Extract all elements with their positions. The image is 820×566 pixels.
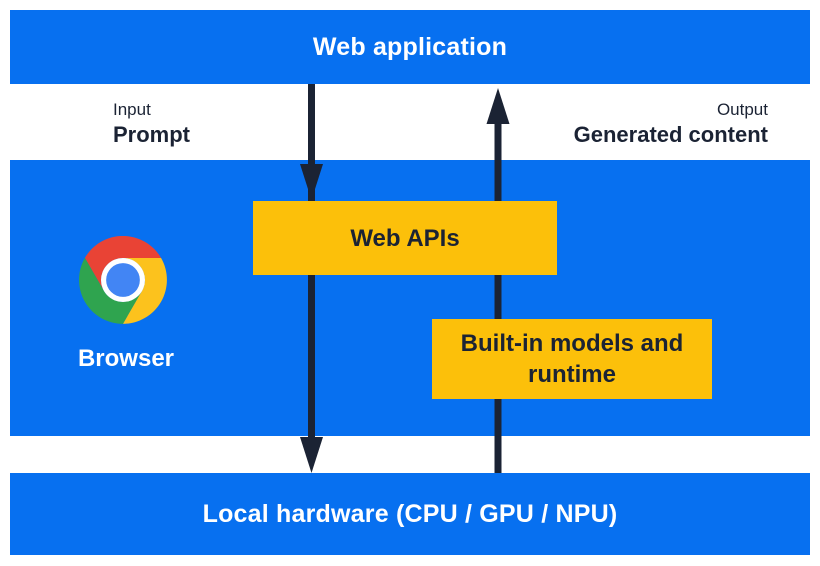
web-apis-box: Web APIs: [253, 201, 557, 275]
chrome-icon-green-segment: [79, 257, 143, 324]
web-application-label: Web application: [312, 32, 508, 61]
built-in-models-label: Built-in models and runtime: [460, 330, 684, 388]
built-in-models-box: Built-in models and runtime: [432, 319, 712, 399]
web-apis-label: Web APIs: [350, 224, 460, 252]
local-hardware-layer: Local hardware (CPU / GPU / NPU): [10, 473, 810, 555]
browser-label: Browser: [77, 345, 175, 372]
input-flow-arrow: [300, 84, 323, 473]
chrome-icon-yellow-segment: [123, 258, 167, 324]
web-application-layer: Web application: [10, 10, 810, 84]
output-flow-arrow: [486, 88, 510, 473]
input-flow-labels: Input Prompt: [113, 98, 190, 148]
output-value-label: Generated content: [573, 122, 768, 147]
chrome-icon-red-segment: [84, 236, 162, 291]
local-hardware-label: Local hardware (CPU / GPU / NPU): [202, 499, 618, 528]
output-label: Output: [716, 100, 768, 119]
chrome-icon-blue-center: [106, 263, 140, 297]
chrome-browser-icon: [79, 236, 167, 324]
input-value-label: Prompt: [113, 122, 190, 147]
input-label: Input: [113, 100, 151, 119]
output-flow-labels: Output Generated content: [574, 98, 768, 148]
